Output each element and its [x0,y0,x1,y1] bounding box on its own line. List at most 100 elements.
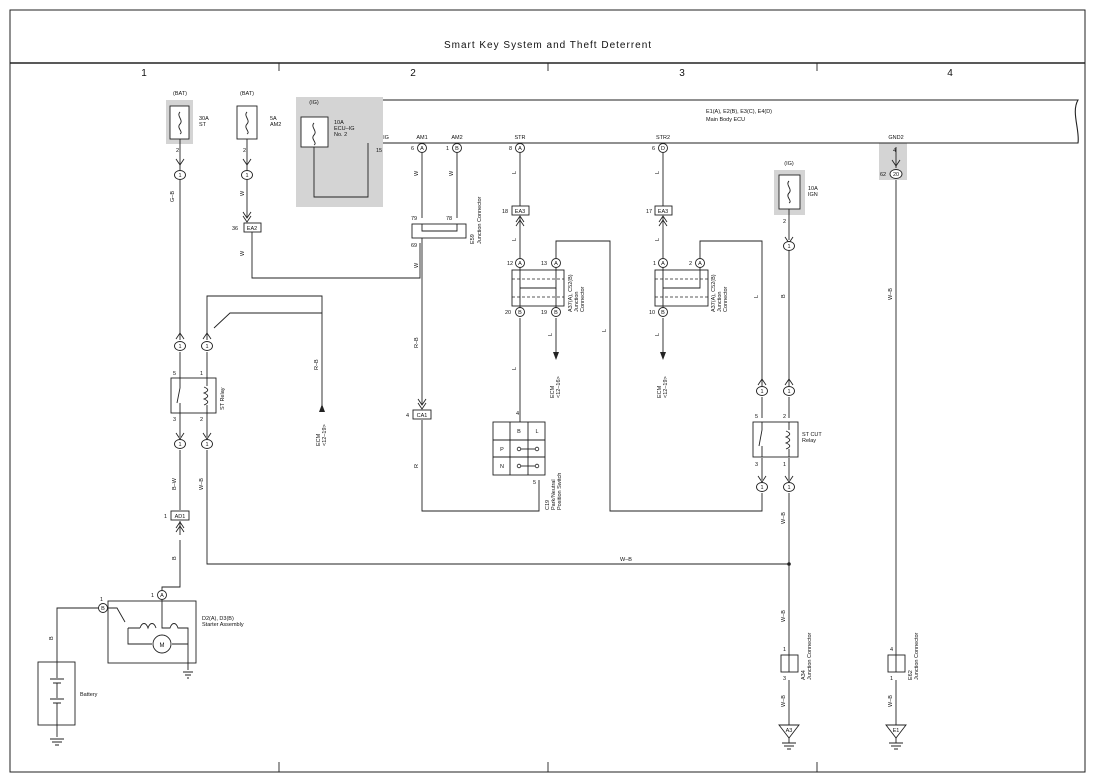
st-cut-relay-label2: Relay [802,438,816,444]
wire-label: W–B [781,512,787,524]
wire-label: L [512,238,518,241]
wire-label: G–B [170,191,176,202]
column-ruler: 1 2 3 4 [141,63,953,772]
pin-1: 1 [760,485,763,491]
pin-2: 2 [200,417,203,423]
ecu-terminal-str: STR [515,135,526,141]
ecu-terminal-am2: AM2 [451,135,462,141]
pin-1: 1 [653,261,656,267]
wire-label: W–B [199,478,205,490]
e59-junction-connector: 79 78 69 E59 Junction Connector [411,196,483,249]
fuse-ign: (IG) 10A IGN 2 [774,161,818,225]
starter-desc: Starter Assembly [202,622,244,628]
pin-3: 3 [755,462,758,468]
pin-69: 69 [411,243,417,249]
connector-ea3: EA3 [515,209,525,215]
a37-desc: Junction [717,292,723,313]
pin-1: 1 [205,442,208,448]
wire-label: R–B [314,359,320,370]
a37-junction-connector-2: A A 1 2 B 10 A37(A), C52(B) Junction Con… [649,258,729,317]
wire-label: W–B [620,557,632,563]
pin-20: 20 [505,310,511,316]
switch-col-l: L [535,429,538,435]
wires [56,139,897,737]
a37-desc: Junction [574,292,580,313]
a37-name: A37(A), C52(B) [568,274,574,312]
ecm-label: ECM [657,385,663,398]
pin-1: 1 [787,389,790,395]
pin-1: 1 [178,442,181,448]
pin-15: 15 [376,148,382,154]
ecu-pins: A 6 B 1 A 8 D 6 4 20 62 [411,143,903,179]
connector-ad1: AD1 [175,514,186,520]
st-relay-label: ST Relay [220,387,226,410]
wire-label: B [781,294,787,298]
ecu-terminal-ig: IG [383,135,389,141]
a34-desc: Junction Connector [807,632,813,680]
pin-62: 62 [880,172,886,178]
pin-79: 79 [411,216,417,222]
a34-name: A34 [801,670,807,680]
fuse-ecu-ig: (IG) 10A ECU–IG No. 2 15 [296,97,383,207]
wire-label: L [602,329,608,332]
pin-1: 1 [783,647,786,653]
pin-1: 1 [760,389,763,395]
wire-label: B–W [172,477,178,490]
pin-letter: A [160,593,164,599]
pin-13: 13 [541,261,547,267]
pin-4: 4 [893,148,896,154]
ecm-references: ECM <12–16> ECM <12–19> ECM <12–19> [316,352,669,446]
fuse-ign-source: (IG) [784,161,794,167]
a37-name: A37(A), C52(B) [711,274,717,312]
pin-1: 1 [787,244,790,250]
wire-label: L [548,333,554,336]
wire-label: W [414,170,420,176]
a34-junction-connector: 1 3 A34 Junction Connector A3 [778,632,813,750]
pin-1: 1 [200,371,203,377]
ecu-terminal-am1: AM1 [416,135,427,141]
pin-letter: B [455,146,459,152]
pin-1: 1 [446,146,449,152]
pin-1: 1 [178,173,181,179]
fuse-am2: (BAT) 5A AM2 2 [236,91,281,154]
pin-78: 78 [446,216,452,222]
pin-1: 1 [783,462,786,468]
battery-label: Battery [80,692,98,698]
pin-1: 1 [245,173,248,179]
e62-name: E62 [908,670,914,680]
wire-label: B [49,636,55,640]
e62-junction-connector: 4 1 E62 Junction Connector E1 [885,632,920,750]
pin-2: 2 [689,261,692,267]
pin-17: 17 [646,209,652,215]
pin-1: 1 [178,344,181,350]
pin-2: 2 [176,148,179,154]
pin-letter: D [661,146,665,152]
pin-letter: B [518,310,522,316]
diagram-frame [9,9,1086,773]
pin-letter: B [101,606,105,612]
c19-desc2: Position Switch [557,473,563,510]
pin-2: 2 [243,148,246,154]
fuse-st-rating: 30A [199,116,209,122]
pin-36: 36 [232,226,238,232]
pin-4: 4 [406,413,409,419]
ecu-sub: Main Body ECU [706,117,745,123]
fuse-ign-name: IGN [808,192,818,198]
fuse-ign-rating: 10A [808,186,818,192]
pin-8: 8 [509,146,512,152]
ecm-ref: <12–19> [663,376,669,398]
inline-connectors: 1 1 1 1 1 1 1 1 1 1 1 [174,158,795,492]
wire-label: W [449,170,455,176]
pin-1: 1 [164,514,167,520]
wire-label: R–B [414,337,420,348]
wire-labels: G–B W W W W W L L L L L L L L L B R–B R–… [49,170,894,707]
pin-letter: B [554,310,558,316]
pin-letter: A [518,261,522,267]
wire-label: L [512,171,518,174]
st-cut-relay-label: ST CUT [802,432,822,438]
pin-letter: B [661,310,665,316]
pin-3: 3 [783,676,786,682]
starter-name: D2(A), D3(B) [202,616,234,622]
ecm-ref: <12–19> [322,424,328,446]
